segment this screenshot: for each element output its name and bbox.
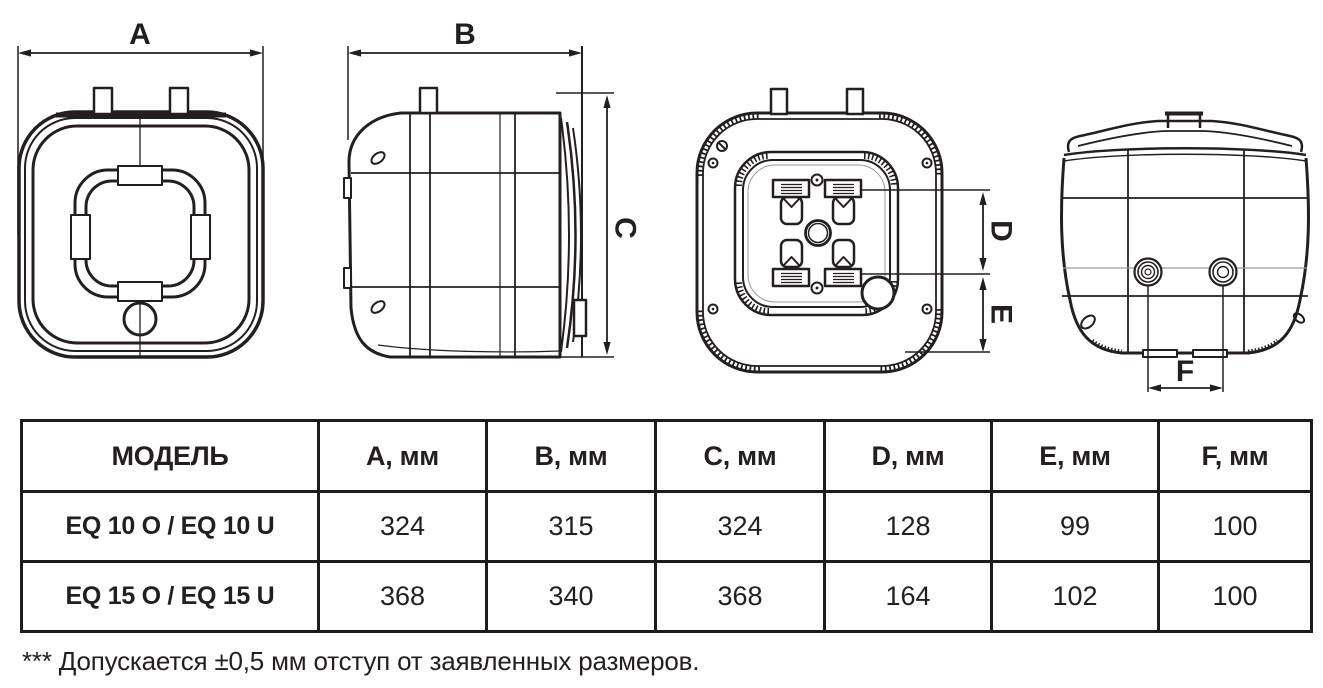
dim-label-b: B (454, 18, 476, 51)
header-dim-f: F, мм (1157, 419, 1313, 493)
side-panel-seams (350, 113, 561, 357)
cell-value-a: 324 (317, 490, 488, 563)
dim-b-line: B (347, 18, 583, 357)
cell-value-f: 100 (1157, 490, 1313, 563)
dim-f-line: F (1147, 286, 1224, 392)
cell-value-d: 128 (823, 490, 993, 563)
right-vent-hole (1080, 314, 1096, 330)
dim-c-line: C (545, 92, 642, 358)
table-row-eq10: EQ 10 O / EQ 10 U 324 315 324 128 99 100 (20, 490, 1313, 563)
front-pipes (92, 86, 190, 116)
right-body (1060, 157, 1310, 355)
right-view: F (1060, 111, 1310, 392)
cell-value-b: 315 (485, 490, 657, 563)
dim-label-e: E (985, 304, 1018, 324)
mounting-brackets (771, 173, 863, 295)
dim-label-f: F (1176, 355, 1194, 388)
header-dim-a: A, мм (317, 419, 488, 493)
side-flange (560, 117, 588, 353)
side-pipe (418, 86, 439, 115)
cell-value-b: 340 (485, 560, 657, 633)
side-vent-holes (370, 151, 386, 314)
front-body (17, 110, 265, 359)
back-view: D E (695, 87, 1018, 374)
dim-d-line: D (862, 189, 1018, 275)
header-dim-b: B, мм (485, 419, 657, 493)
side-mount-tabs (343, 177, 352, 289)
header-model: МОДЕЛЬ (20, 419, 320, 493)
table-row-eq15: EQ 15 O / EQ 15 U 368 340 368 164 102 10… (20, 560, 1313, 633)
dim-e-line: E (905, 277, 1018, 353)
front-inner-frame (70, 165, 211, 302)
header-row: МОДЕЛЬ A, мм B, мм C, мм D, мм E, мм F, … (20, 419, 1313, 493)
cell-model: EQ 15 O / EQ 15 U (20, 560, 320, 633)
header-dim-d: D, мм (823, 419, 993, 493)
tolerance-note: *** Допускается ±0,5 мм отступ от заявле… (22, 646, 700, 676)
dim-label-a: A (129, 18, 151, 51)
cell-value-c: 368 (654, 560, 826, 633)
dimensions-table: МОДЕЛЬ A, мм B, мм C, мм D, мм E, мм F, … (20, 419, 1313, 633)
front-view: A (17, 18, 265, 359)
back-corner-screws (707, 140, 933, 315)
right-top-cap (1063, 111, 1307, 162)
water-ports (1133, 257, 1238, 287)
header-dim-c: C, мм (654, 419, 826, 493)
header-dim-e: E, мм (990, 419, 1160, 493)
cell-value-c: 324 (654, 490, 826, 563)
back-drain-circle (860, 275, 896, 311)
cell-value-e: 99 (990, 490, 1160, 563)
technical-drawing: A (17, 18, 1310, 392)
right-panel-seams (1062, 150, 1308, 353)
side-view: B C (343, 18, 642, 359)
side-body (347, 111, 562, 359)
cell-value-d: 164 (823, 560, 993, 633)
cell-value-a: 368 (317, 560, 488, 633)
dim-label-d: D (985, 220, 1018, 242)
cell-value-f: 100 (1157, 560, 1313, 633)
back-pipes (769, 87, 865, 116)
right-feet (1090, 339, 1280, 358)
dim-label-c: C (609, 217, 642, 239)
cell-value-e: 102 (990, 560, 1160, 633)
cell-model: EQ 10 O / EQ 10 U (20, 490, 320, 563)
back-body (695, 111, 944, 374)
